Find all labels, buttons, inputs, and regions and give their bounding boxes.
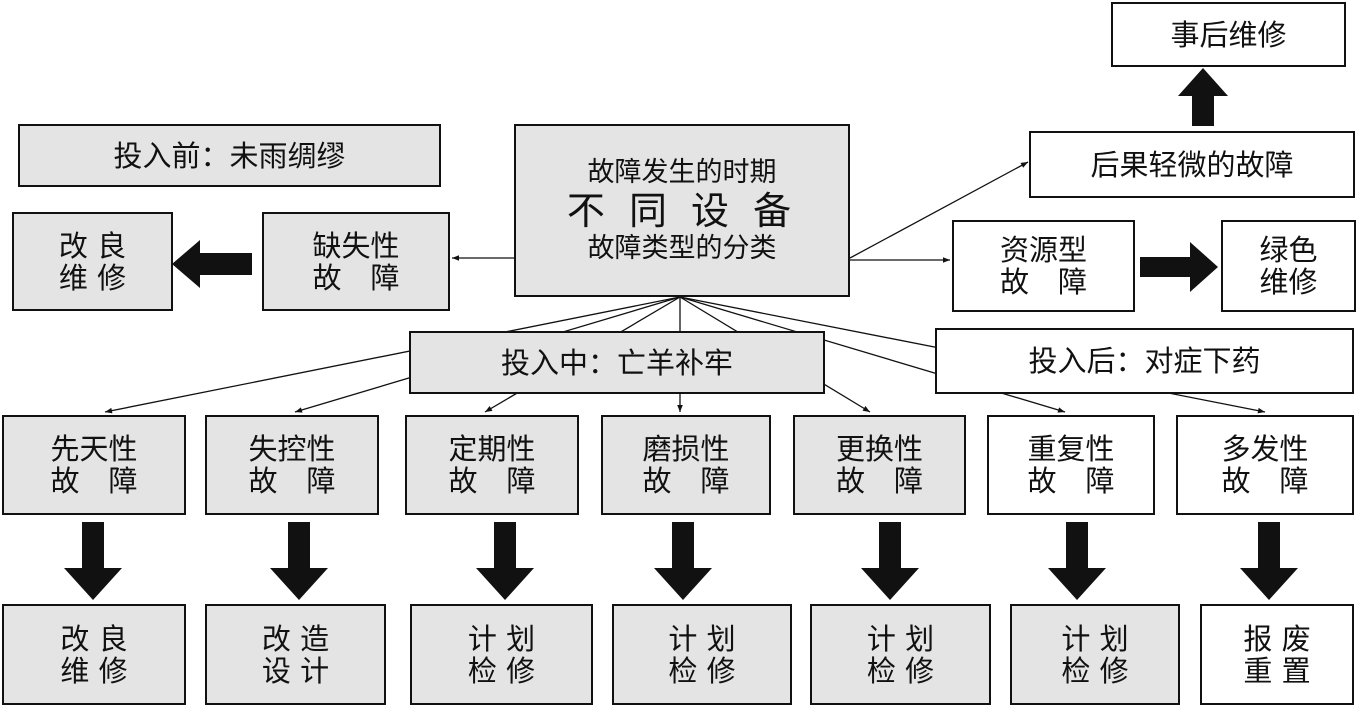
fault-name-line2: 故 障 [50,464,138,498]
improve-repair-line2: 维 修 [58,260,127,295]
action-box-3: 计 划 检 修 [410,604,593,705]
deficiency-fault-line2: 故 障 [312,260,400,295]
phase-before-label: 投入前：未雨绸缪 [113,138,346,173]
action-box-6: 计 划 检 修 [1010,604,1180,705]
down-arrow-6 [1048,522,1106,600]
fault-box-replacement: 更换性 故 障 [793,415,966,515]
down-arrow-5 [861,522,919,600]
action-line2: 设 计 [261,653,330,688]
action-box-2: 改 造 设 计 [205,604,386,705]
action-line1: 计 划 [668,621,736,656]
minor-fault-label: 后果轻微的故障 [1090,147,1294,182]
deficiency-fault-line1: 缺失性 [312,228,400,263]
fault-name-line1: 定期性 [448,432,536,466]
action-line1: 改 良 [60,621,128,656]
fault-name-line2: 故 障 [1221,464,1309,498]
phase-before-box: 投入前：未雨绸缪 [18,124,441,187]
after-repair-box: 事后维修 [1111,2,1346,67]
improve-repair-line1: 改 良 [58,228,127,263]
center-line1: 故障发生的时期 [587,156,777,188]
fault-name-line1: 先天性 [50,432,138,466]
action-line2: 检 修 [1061,653,1129,688]
resource-fault-line2: 故 障 [999,265,1087,299]
fault-name-line2: 故 障 [248,464,336,498]
fault-name-line1: 重复性 [1027,432,1115,466]
fault-box-congenital: 先天性 故 障 [2,415,186,515]
fault-box-uncontrolled: 失控性 故 障 [205,415,379,515]
green-repair-line2: 维修 [1259,265,1318,299]
action-line2: 维 修 [60,653,128,688]
fault-box-wear: 磨损性 故 障 [601,415,771,515]
after-repair-label: 事后维修 [1170,17,1287,52]
fault-box-periodic: 定期性 故 障 [405,415,579,515]
fault-name-line1: 磨损性 [642,432,730,466]
action-box-4: 计 划 检 修 [612,604,792,705]
down-arrow-1 [64,522,122,600]
action-line2: 重 置 [1243,653,1311,688]
center-line3: 故障类型的分类 [587,232,777,264]
arrow-center-to-minor [849,161,1029,259]
fault-name-line2: 故 障 [642,464,730,498]
block-arrow-to-green [1140,242,1218,292]
center-box: 故障发生的时期 不 同 设 备 故障类型的分类 [514,124,850,297]
fault-box-frequent: 多发性 故 障 [1176,415,1354,515]
phase-after-box: 投入后：对症下药 [935,328,1354,394]
action-box-5: 计 划 检 修 [810,604,991,705]
action-line1: 改 造 [261,621,330,656]
down-arrow-7 [1240,522,1298,600]
down-arrow-2 [270,522,328,600]
fault-name-line2: 故 障 [1027,464,1115,498]
phase-after-label: 投入后：对症下药 [1028,344,1261,378]
down-arrow-4 [654,522,712,600]
block-arrow-to-after-repair [1178,68,1228,126]
block-arrow-to-improve [172,240,252,288]
fault-name-line1: 失控性 [248,432,336,466]
action-line1: 报 废 [1243,621,1311,656]
resource-fault-line1: 资源型 [999,233,1087,267]
down-arrow-3 [476,522,534,600]
fault-box-repeated: 重复性 故 障 [987,415,1155,515]
fault-name-line1: 多发性 [1221,432,1309,466]
action-line1: 计 划 [467,621,536,656]
phase-during-box: 投入中：亡羊补牢 [409,331,825,394]
action-line2: 检 修 [668,653,736,688]
action-box-7: 报 废 重 置 [1200,604,1354,705]
green-repair-line1: 绿色 [1259,233,1318,267]
center-title: 不 同 设 备 [566,188,798,233]
action-line2: 检 修 [866,653,935,688]
action-line1: 计 划 [866,621,935,656]
fault-name-line2: 故 障 [835,464,923,498]
action-line2: 检 修 [467,653,536,688]
fault-name-line1: 更换性 [835,432,923,466]
action-line1: 计 划 [1061,621,1129,656]
improve-repair-box: 改 良 维 修 [12,212,173,311]
arrow-to-congenital [104,296,681,414]
minor-fault-box: 后果轻微的故障 [1029,131,1355,198]
action-box-1: 改 良 维 修 [2,604,186,705]
resource-fault-box: 资源型 故 障 [952,220,1135,312]
phase-during-label: 投入中：亡羊补牢 [500,345,733,380]
fault-name-line2: 故 障 [448,464,536,498]
deficiency-fault-box: 缺失性 故 障 [262,212,450,311]
green-repair-box: 绿色 维修 [1221,220,1356,312]
